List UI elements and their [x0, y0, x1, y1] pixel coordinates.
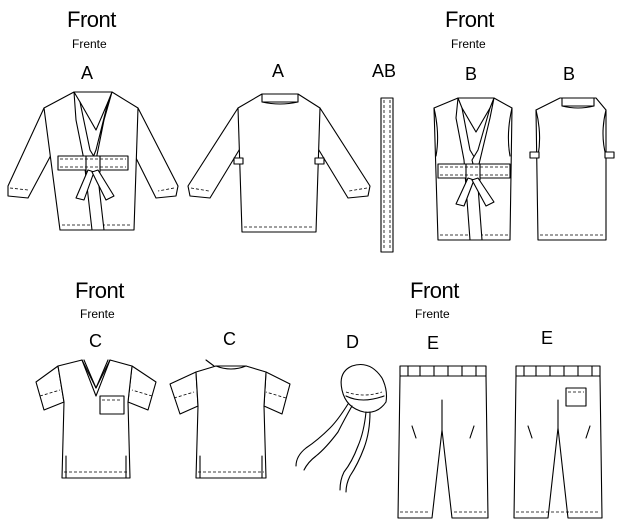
label-view-c-front: C [89, 331, 102, 351]
scrub-top-c-back-drawing [170, 360, 290, 478]
subheading-frente-b: Frente [451, 37, 486, 51]
label-view-a-back: A [272, 61, 285, 81]
label-view-e-back: E [541, 328, 554, 348]
subheading-frente-e: Frente [415, 307, 450, 321]
label-view-e-front: E [427, 333, 440, 353]
kimono-a-back-drawing [188, 94, 370, 232]
label-view-d-cap: D [346, 332, 359, 352]
label-view-ab-belt: AB [372, 61, 397, 81]
label-view-b-front: B [465, 64, 478, 84]
heading-front-c: Front [75, 278, 124, 303]
kimono-b-front-drawing [434, 98, 512, 240]
label-view-c-back: C [223, 329, 236, 349]
subheading-frente-a: Frente [72, 37, 107, 51]
heading-front-e: Front [410, 278, 459, 303]
subheading-frente-c: Frente [80, 307, 115, 321]
label-view-b-back: B [563, 64, 576, 84]
heading-front-b: Front [445, 7, 494, 32]
belt-ab-drawing [381, 98, 393, 252]
scrub-top-c-front-drawing [36, 360, 156, 478]
pants-e-back-drawing [514, 366, 602, 518]
pants-e-front-drawing [398, 366, 488, 518]
cap-d-drawing [296, 365, 387, 493]
kimono-a-front-drawing [8, 92, 178, 230]
label-view-a-front: A [81, 63, 94, 83]
heading-front-a: Front [67, 7, 116, 32]
kimono-b-back-drawing [530, 98, 614, 240]
